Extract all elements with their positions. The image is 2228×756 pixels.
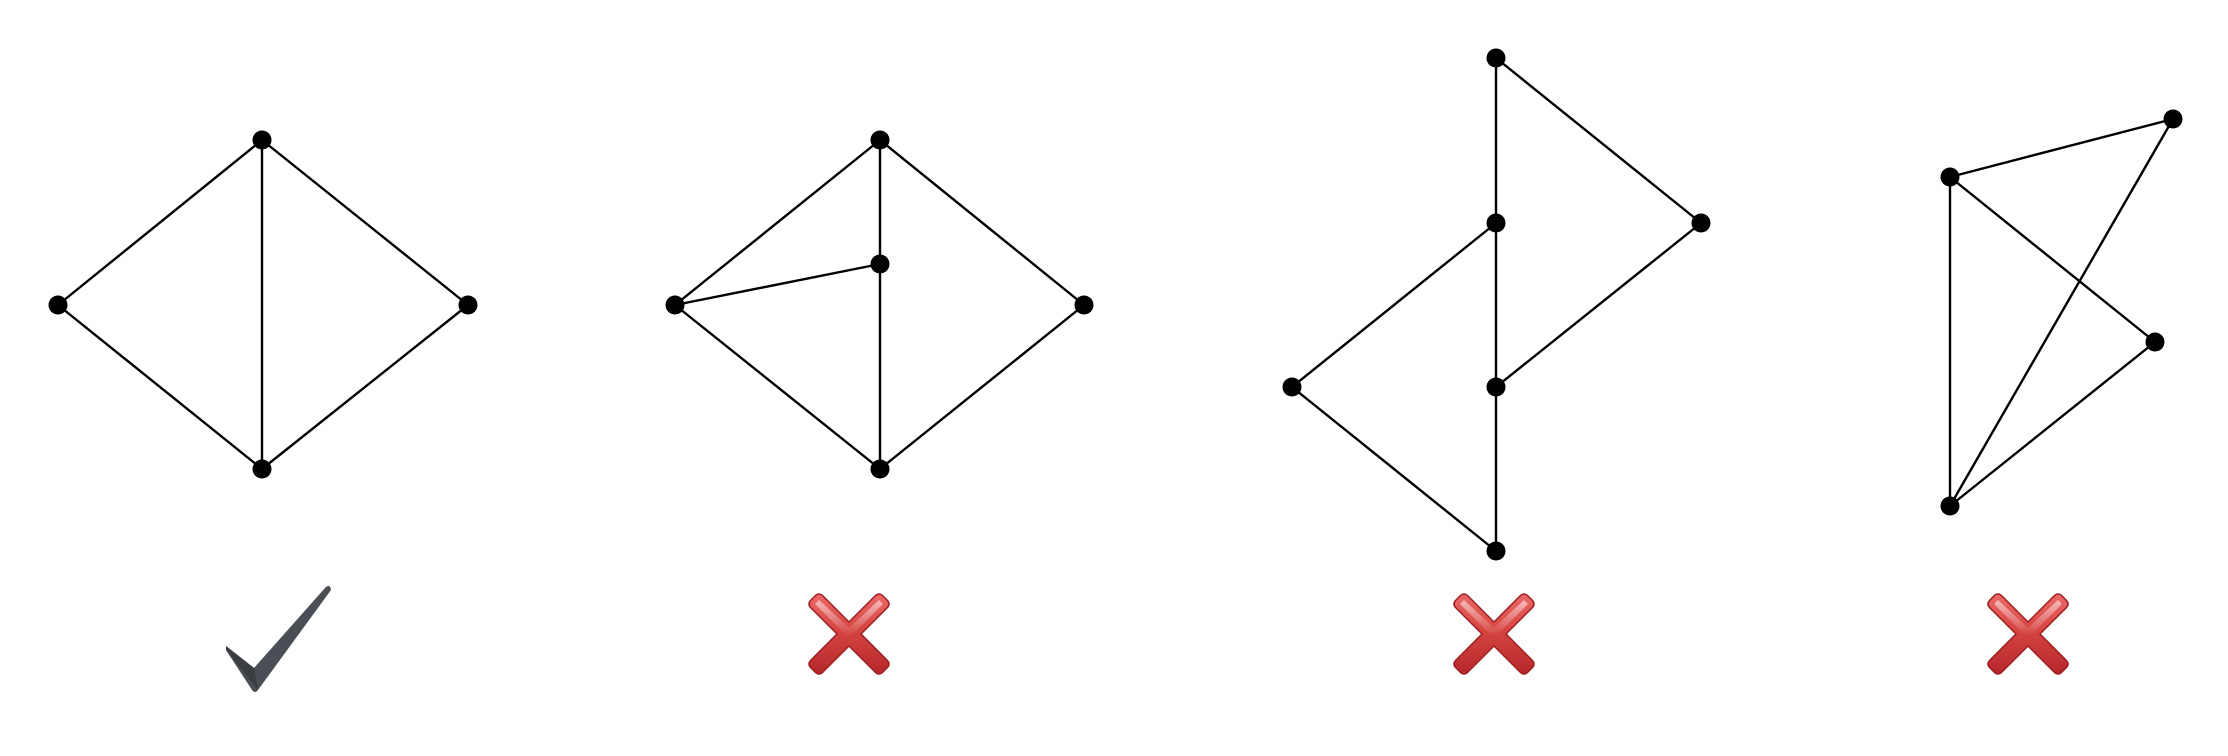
graph-1 [48, 130, 478, 479]
edge [673, 138, 882, 307]
node [458, 295, 478, 315]
edge [1948, 117, 2175, 508]
node [665, 295, 685, 315]
node [1486, 541, 1506, 561]
edge [673, 303, 882, 471]
edge [56, 138, 264, 307]
node [2145, 332, 2165, 352]
node [2163, 109, 2183, 129]
node [48, 295, 68, 315]
node [252, 130, 272, 150]
edge [1494, 221, 1703, 389]
edge [878, 303, 1086, 471]
node [1074, 295, 1094, 315]
edge [1948, 175, 2157, 344]
edge [878, 138, 1086, 307]
edge [260, 138, 470, 307]
edge [673, 262, 882, 307]
edge [260, 303, 470, 471]
check-mark-icon [226, 585, 331, 692]
node [1940, 496, 1960, 516]
edge [1948, 117, 2175, 179]
node [252, 459, 272, 479]
node [870, 130, 890, 150]
node [1691, 213, 1711, 233]
cross-mark-icon [1987, 593, 2069, 675]
cross-mark-icon [808, 593, 890, 675]
node [1486, 48, 1506, 68]
graph-3 [1282, 48, 1711, 561]
graph-4 [1940, 109, 2183, 516]
node [1940, 167, 1960, 187]
edge [1494, 56, 1703, 225]
node [1486, 213, 1506, 233]
graph-2 [665, 130, 1094, 479]
node [1282, 377, 1302, 397]
node [1486, 377, 1506, 397]
edge [1290, 221, 1498, 389]
cross-mark-icon [1453, 593, 1535, 675]
node [870, 254, 890, 274]
edge [1290, 385, 1498, 553]
edge [56, 303, 264, 471]
edge [1948, 340, 2157, 508]
node [870, 459, 890, 479]
